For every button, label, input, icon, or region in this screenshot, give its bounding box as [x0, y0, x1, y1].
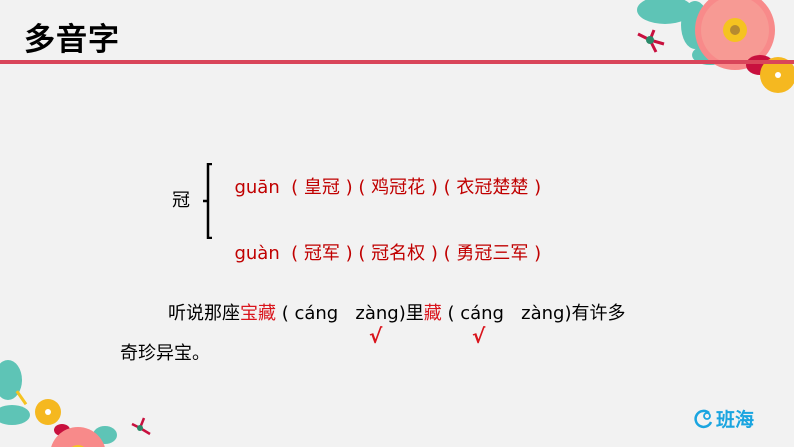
- brace-icon: [203, 163, 212, 239]
- sentence-text: 有许多: [571, 303, 626, 324]
- polyphone-character: 冠: [172, 190, 190, 211]
- logo-text: 班海: [716, 409, 755, 431]
- check-mark-icon: √: [369, 324, 383, 348]
- pinyin-options: ( cáng zàng): [441, 303, 572, 324]
- highlight-word: 藏: [423, 303, 442, 324]
- word: 皇冠: [303, 177, 340, 198]
- flower-decoration-bottom-left: [0, 360, 151, 447]
- word: 冠军: [303, 243, 340, 264]
- title-divider: [0, 60, 794, 64]
- reading-row-guan1: guān ( 皇冠 ) ( 鸡冠花 ) ( 衣冠楚楚 ): [234, 177, 542, 198]
- exercise-sentence-line2: 奇珍异宝。: [120, 343, 210, 364]
- brand-logo: 班海: [694, 405, 754, 432]
- exercise-sentence: 听说那座宝藏 ( cáng zàng)里藏 ( cáng zàng)有许多: [168, 303, 625, 325]
- word: 勇冠三军: [456, 243, 529, 264]
- word: 鸡冠花: [371, 177, 426, 198]
- reading-row-guan4: guàn ( 冠军 ) ( 冠名权 ) ( 勇冠三军 ): [234, 243, 542, 264]
- page-title: 多音字: [24, 22, 120, 58]
- pinyin: guān: [234, 177, 280, 198]
- logo-icon: [694, 409, 713, 428]
- sentence-text: 里: [405, 303, 424, 324]
- sentence-text: 听说那座: [168, 303, 240, 324]
- word: 衣冠楚楚: [456, 177, 529, 198]
- pinyin-options: ( cáng zàng): [276, 303, 406, 324]
- check-mark-icon: √: [472, 324, 486, 348]
- word: 冠名权: [371, 243, 426, 264]
- flower-decoration-top-right: [637, 0, 794, 93]
- pinyin: guàn: [234, 243, 280, 264]
- highlight-word: 宝藏: [240, 303, 276, 324]
